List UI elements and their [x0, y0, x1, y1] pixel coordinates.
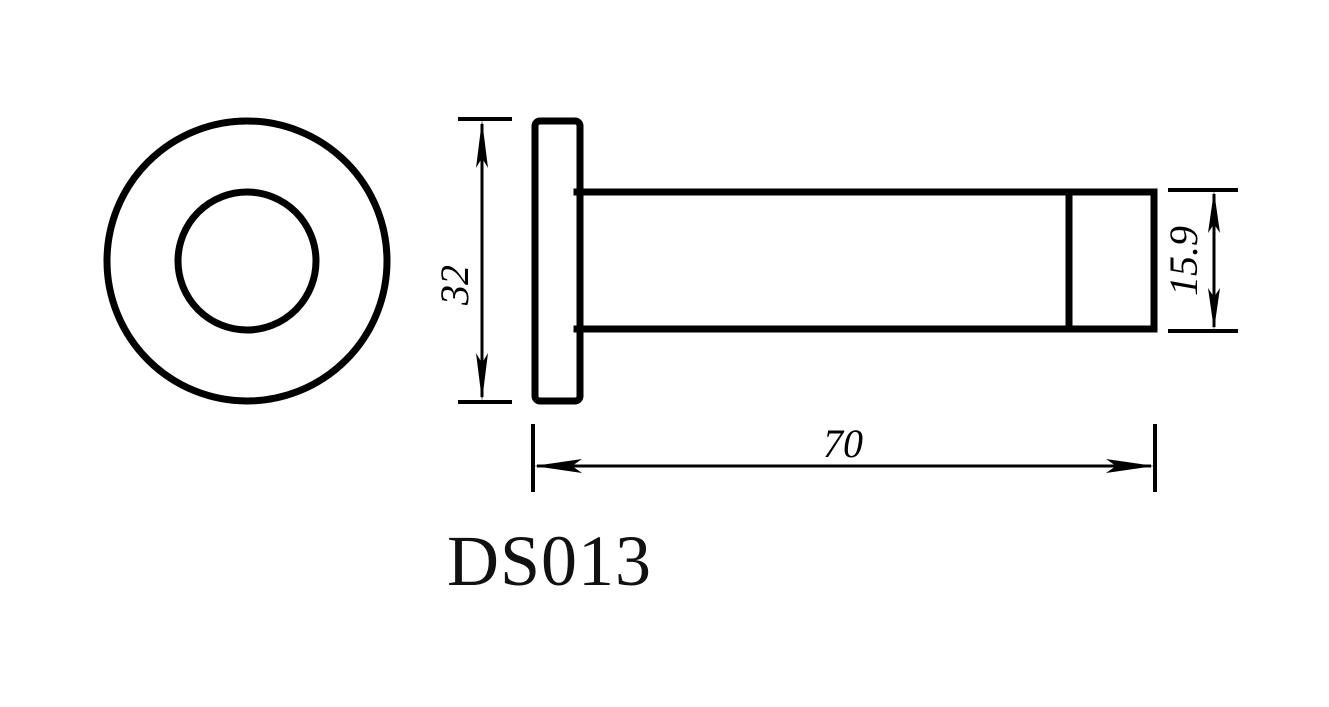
arrow-down-icon: [476, 353, 488, 401]
dimension-shaft-diameter: 15.9: [1161, 188, 1238, 333]
dimension-overall-length: 70: [531, 421, 1157, 492]
front-view-group: [103, 117, 391, 405]
shaft-outline: [573, 188, 1158, 333]
dimension-label-15-9: 15.9: [1161, 226, 1206, 296]
part-label: DS013: [447, 521, 652, 601]
dimension-label-70: 70: [823, 421, 863, 466]
bolt-head-rect: [531, 117, 584, 405]
inner-circle: [174, 188, 320, 334]
side-view-group: [531, 117, 1158, 405]
arrow-left-icon: [534, 459, 582, 473]
dimension-head-diameter: 32: [432, 117, 512, 404]
arrow-up-icon: [476, 120, 488, 168]
dimension-label-32: 32: [432, 265, 477, 306]
arrow-right-icon: [1106, 459, 1154, 473]
arrow-down-icon: [1208, 288, 1220, 330]
arrow-up-icon: [1208, 191, 1220, 233]
outer-circle: [103, 117, 391, 405]
